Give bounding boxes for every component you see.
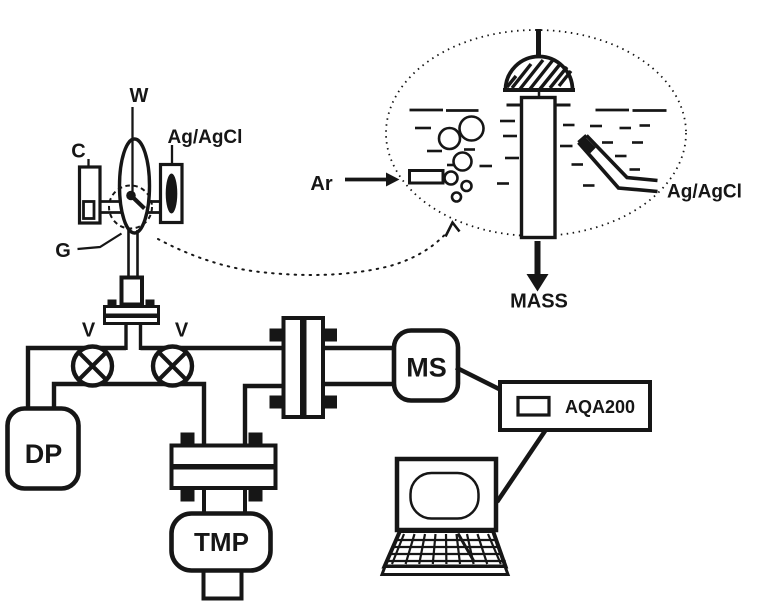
- diffusion-pump-label: DP: [25, 439, 63, 469]
- analyzer-label: AQA200: [565, 397, 635, 417]
- arrow-down-icon: [526, 274, 549, 292]
- frit-label: G: [55, 240, 71, 262]
- cell-inlet-duct: [124, 323, 143, 350]
- keyboard-base: [379, 565, 511, 576]
- dome-hatching: [505, 58, 573, 91]
- cell-capillary: [127, 230, 139, 280]
- reference-electrode: [165, 173, 178, 214]
- computer: [379, 456, 511, 576]
- frit-pointer-line: [77, 232, 123, 251]
- valve-right-label: V: [175, 320, 189, 342]
- valve-left: [70, 344, 115, 388]
- diffusion-pump: [5, 406, 81, 491]
- liquid-dashes: [415, 119, 650, 187]
- mass-spectrometer: [391, 328, 461, 403]
- pipe-outline: [25, 345, 397, 446]
- analyzer-unit: AQA200: [498, 380, 652, 432]
- inset-magnified-cell-view: Ar Ag/AgCl: [310, 29, 742, 313]
- counter-electrode: [82, 200, 96, 220]
- arrow-right-icon: [386, 172, 400, 187]
- connector-arrowhead: [444, 220, 461, 238]
- cell-connector-block: [119, 275, 144, 307]
- tmp-flange: [169, 432, 278, 516]
- vacuum-line: V V DP TMP MS: [5, 316, 461, 601]
- membrane-inlet-tube: [519, 95, 557, 240]
- electrochemical-cell-assembly: W C Ag/AgCl G: [55, 85, 242, 350]
- mass-outlet-arrow: [526, 241, 549, 292]
- working-electrode-label: W: [130, 85, 149, 107]
- working-electrode-dome: [503, 29, 575, 98]
- valve-right: [150, 344, 195, 388]
- turbo-pump: [169, 511, 273, 573]
- magnifier-connector: [157, 220, 461, 276]
- valve-left-label: V: [82, 320, 96, 342]
- center-flange: [269, 316, 337, 419]
- counter-electrode-label: C: [71, 141, 85, 163]
- ms-analyzer-cable: [454, 365, 505, 394]
- electronics: AQA200: [379, 365, 652, 576]
- argon-label: Ar: [310, 173, 332, 195]
- magnified-region-circle: [108, 184, 153, 230]
- monitor-screen: [409, 471, 480, 520]
- reference-electrode-label: Ag/AgCl: [168, 127, 243, 148]
- mass-outlet-label: MASS: [510, 291, 568, 313]
- cell-flange: [103, 299, 160, 325]
- keyboard-keys: [387, 532, 506, 565]
- inset-reference-capillary: [577, 134, 658, 194]
- argon-inlet-arrow: [345, 172, 400, 187]
- argon-frit: [408, 169, 445, 185]
- analyzer-display: [516, 395, 551, 417]
- gas-bubbles: [437, 115, 485, 203]
- electrode-tip-stem: [130, 194, 146, 211]
- liquid-surface-lines: [409, 108, 667, 112]
- turbo-pump-label: TMP: [194, 527, 249, 557]
- inset-reference-label: Ag/AgCl: [667, 182, 742, 203]
- mass-spectrometer-label: MS: [406, 353, 447, 383]
- analyzer-computer-cable: [495, 428, 548, 504]
